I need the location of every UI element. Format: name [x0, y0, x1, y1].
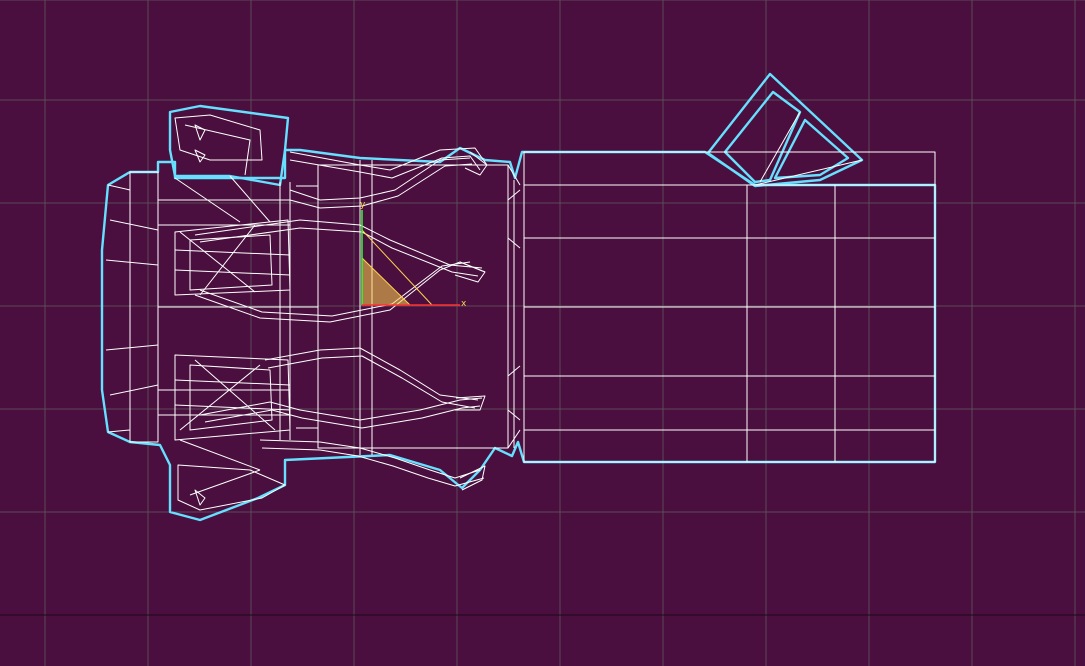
transform-gizmo[interactable]: y x [360, 200, 467, 309]
wireframe-mesh [105, 111, 936, 511]
gizmo-plane-xy [361, 256, 412, 306]
selection-outline [100, 72, 937, 522]
gizmo-y-label: y [360, 200, 366, 210]
gizmo-x-label: x [461, 299, 467, 309]
